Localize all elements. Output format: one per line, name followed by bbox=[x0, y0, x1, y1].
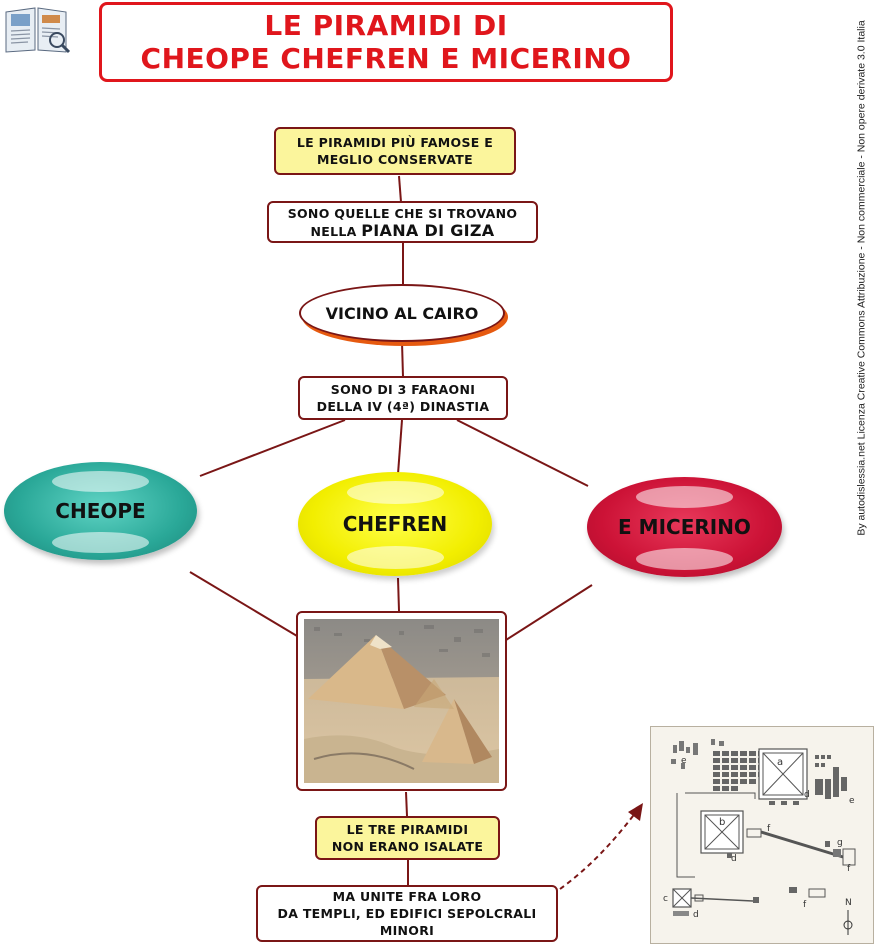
map-label-g: g bbox=[837, 838, 843, 848]
map-label-a: a bbox=[777, 757, 783, 768]
pyramids-photo bbox=[304, 619, 499, 783]
map-label-f-bottom: f bbox=[803, 900, 807, 910]
node-templi-line-3: MINORI bbox=[379, 923, 435, 938]
map-label-d-bottom: d bbox=[693, 910, 699, 920]
node-famose-line-2: MEGLIO CONSERVATE bbox=[317, 152, 473, 167]
node-templi-line-2: DA TEMPLI, ED EDIFICI SEPOLCRALI bbox=[277, 906, 537, 921]
license-credit: By autodislessia.net Licenza Creative Co… bbox=[856, 20, 868, 536]
map-label-d-mid: d bbox=[731, 854, 737, 864]
map-label-c: c bbox=[663, 894, 668, 904]
node-giza-line-1: SONO QUELLE CHE SI TROVANO bbox=[287, 205, 518, 221]
title-line-2: CHEOPE CHEFREN E MICERINO bbox=[140, 42, 632, 75]
node-faraoni-line-1: SONO DI 3 FARAONI bbox=[330, 382, 476, 397]
node-isolate-line-2: NON ERANO ISALATE bbox=[331, 839, 484, 854]
pyramids-photo-frame bbox=[296, 611, 507, 791]
map-label-f-causeway: f bbox=[767, 824, 771, 834]
node-faraoni: SONO DI 3 FARAONI DELLA IV (4ª) DINASTIA bbox=[298, 376, 508, 420]
title-box: LE PIRAMIDI DI CHEOPE CHEFREN E MICERINO bbox=[99, 2, 673, 82]
map-label-b: b bbox=[719, 817, 725, 828]
node-giza-line-2: NELLA PIANA DI GIZA bbox=[310, 220, 495, 240]
book-logo-icon bbox=[2, 4, 72, 54]
node-templi: MA UNITE FRA LORO DA TEMPLI, ED EDIFICI … bbox=[256, 885, 558, 942]
node-giza: SONO QUELLE CHE SI TROVANO NELLA PIANA D… bbox=[267, 201, 538, 243]
node-chefren: CHEFREN bbox=[298, 472, 492, 576]
map-label-e-left: e bbox=[681, 756, 687, 766]
node-cairo: VICINO AL CAIRO bbox=[299, 284, 505, 342]
title-line-1: LE PIRAMIDI DI bbox=[264, 9, 508, 42]
node-templi-line-1: MA UNITE FRA LORO bbox=[332, 889, 482, 904]
node-isolate: LE TRE PIRAMIDI NON ERANO ISALATE bbox=[315, 816, 500, 860]
map-label-d-top: d bbox=[804, 790, 810, 800]
map-label-e-right: e bbox=[849, 796, 855, 806]
giza-plan-map: a e d e b d f g f c d f N bbox=[650, 726, 874, 944]
node-faraoni-line-2: DELLA IV (4ª) DINASTIA bbox=[316, 399, 490, 414]
piana-di-giza: PIANA DI GIZA bbox=[361, 220, 495, 240]
node-famose: LE PIRAMIDI PIÙ FAMOSE E MEGLIO CONSERVA… bbox=[274, 127, 516, 175]
node-micerino: E MICERINO bbox=[587, 477, 782, 577]
node-cheope: CHEOPE bbox=[4, 462, 197, 560]
map-label-f-temple: f bbox=[847, 864, 851, 874]
node-isolate-line-1: LE TRE PIRAMIDI bbox=[346, 822, 469, 837]
node-famose-line-1: LE PIRAMIDI PIÙ FAMOSE E bbox=[296, 135, 494, 150]
map-north-label: N bbox=[845, 898, 852, 908]
